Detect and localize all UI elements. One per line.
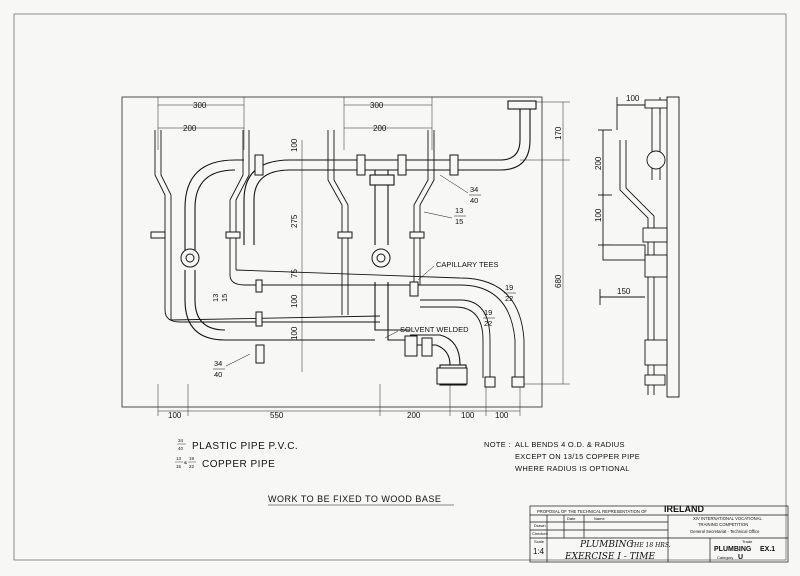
dim-top-200-left: 200 [183,124,197,133]
label-34-40-upper-num: 34 [470,185,478,194]
dim-bottom-550: 550 [270,411,284,420]
dim-bottom-100-b: 100 [461,411,475,420]
dim-bottom-100-c: 100 [495,411,509,420]
label-34-40-left-num: 34 [214,359,222,368]
tb-competition-2: TRAINING COMPETITION [698,522,748,527]
tb-trade-value: PLUMBING [714,546,752,553]
dim-right-680: 680 [554,274,563,288]
dim-top-300-right: 300 [370,101,384,110]
legend-copper-num2: 19 [189,456,195,461]
dim-vertical-100-low: 100 [290,326,299,340]
top-dimension-lines [157,97,570,416]
note-line-3: WHERE RADIUS IS OPTIONAL [515,464,630,473]
legend-copper-text: COPPER PIPE [202,459,275,470]
side-dim-100-top: 100 [626,94,640,103]
tb-row-checked: Checked [532,531,548,536]
legend-copper-den2: 22 [189,464,195,469]
dim-bottom-100-a: 100 [168,411,182,420]
side-dim-100-low: 100 [594,208,603,222]
label-34-40-upper-den: 40 [470,196,478,205]
tb-time: THE 18 HRS. [630,542,671,549]
label-34-40-left-den: 40 [214,370,222,379]
tb-scale-value: 1:4 [533,547,545,556]
legend: 34 40 PLASTIC PIPE P.V.C. 13 15 & 19 22 … [175,438,298,470]
dim-vertical-75: 75 [290,269,299,278]
label-13-15-mid-num: 13 [455,206,463,215]
tb-exercise-value: EX.1 [760,546,775,553]
sheet-border [13,13,787,561]
side-dim-200: 200 [594,156,603,170]
pipe-fittings [150,154,525,388]
dim-vertical-100-mid: 100 [290,294,299,308]
dim-vertical-275: 275 [290,214,299,228]
pipe-size-labels: 34 40 13 15 13 15 19 22 19 22 34 40 [211,174,516,379]
tb-proposal: PROPOSAL OF THE TECHNICAL REPRESENTATION… [537,509,647,514]
legend-copper-amp: & [184,460,187,465]
title-block [529,505,789,563]
dim-bottom-200: 200 [407,411,421,420]
tb-trade-label: Trade [742,539,753,544]
tb-col-name: Name [594,516,605,521]
legend-plastic-den: 40 [178,446,184,451]
tb-col-date: Date [567,516,576,521]
note-line-2: EXCEPT ON 13/15 COPPER PIPE [515,452,640,461]
tb-secretariat: General Secretariat - Technical Office [690,529,760,534]
side-view [598,96,680,398]
legend-copper-num: 13 [176,456,182,461]
tb-subject-2: EXERCISE I - TIME [564,552,655,562]
tb-competition-1: XIV INTERNATIONAL VOCATIONAL [693,516,762,521]
notes-block: NOTE : ALL BENDS 4 O.D. & RADIUS EXCEPT … [484,440,640,473]
footer-note: WORK TO BE FIXED TO WOOD BASE [268,494,441,504]
copper-pipes [154,130,525,378]
note-line-1: ALL BENDS 4 O.D. & RADIUS [515,440,625,449]
tb-category-label: Category [717,555,733,560]
tb-country: IRELAND [664,504,704,514]
label-13-15-left-den: 15 [220,294,229,302]
dim-right-170: 170 [554,126,563,140]
dim-vertical-100-top: 100 [290,138,299,152]
tb-row-drawn: Drawn [534,523,546,528]
wood-base-outline [121,96,543,408]
side-dim-150: 150 [617,287,631,296]
label-19-22-low-num: 19 [484,308,492,317]
dim-top-200-right: 200 [373,124,387,133]
note-label: NOTE : [484,440,511,449]
legend-plastic-num: 34 [178,438,184,443]
legend-copper-den: 15 [176,464,182,469]
label-13-15-left-num: 13 [211,294,220,302]
callout-capillary-tees: CAPILLARY TEES [436,260,499,269]
label-19-22-cap-den: 22 [505,294,513,303]
legend-plastic-text: PLASTIC PIPE P.V.C. [192,441,298,452]
dim-top-300-left: 300 [193,101,207,110]
tb-category-value: U [738,554,743,561]
tb-scale-label: Scale [534,539,545,544]
label-13-15-mid-den: 15 [455,217,463,226]
tb-subject-1: PLUMBING [579,540,634,550]
label-19-22-low-den: 22 [484,319,492,328]
callout-solvent-welded: SOLVENT WELDED [400,325,469,334]
label-19-22-cap-num: 19 [505,283,513,292]
